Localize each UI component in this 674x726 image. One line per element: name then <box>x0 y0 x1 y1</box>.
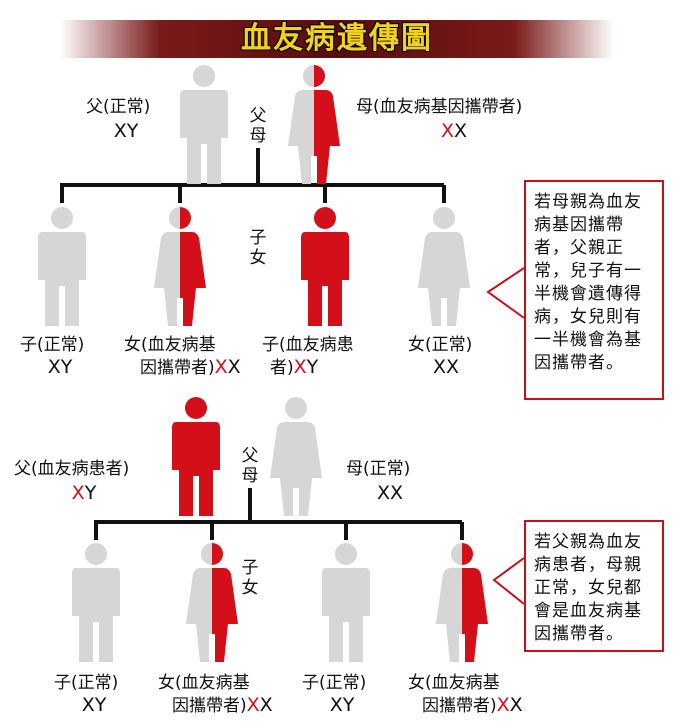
s1-child3-figure <box>301 207 349 326</box>
s1-child3-label: 子(血友病患 <box>262 335 354 355</box>
s1-child2-figure <box>154 207 206 326</box>
s1-parents-tag: 父母 <box>249 106 267 146</box>
s1-child4-label: 女(正常) <box>408 335 473 355</box>
s2-explanation-note: 若父親為血友病患者，母親正常，女兒都會是血友病基因攜帶者。 <box>524 520 664 652</box>
s2-child1-genotype: XY <box>81 694 107 716</box>
section2-connectors <box>94 488 464 540</box>
s2-child2-label-cont: 因攜帶者)XX <box>172 694 273 716</box>
note1-pointer <box>486 267 525 319</box>
s1-child2-label-cont: 因攜帶者)XX <box>140 356 241 378</box>
s2-mother-figure <box>270 397 322 516</box>
s2-child4-label: 女(血友病基 <box>408 673 500 693</box>
diagram-title: 血友病遺傳圖 <box>241 21 433 56</box>
section1-connectors <box>60 148 446 203</box>
s1-child3-label-cont: 者)XY <box>270 356 319 378</box>
s2-father-genotype: XY <box>71 482 97 504</box>
s2-father-figure <box>172 397 220 516</box>
s1-child4-genotype: XX <box>432 356 460 378</box>
s2-child1-figure <box>72 543 120 662</box>
s1-child1-figure <box>38 207 86 326</box>
s1-child4-figure <box>418 207 470 326</box>
s1-children-tag: 子女 <box>249 228 267 268</box>
s1-father-genotype: XY <box>113 120 139 142</box>
s1-mother-genotype: XX <box>440 120 468 142</box>
note2-pointer <box>492 557 525 605</box>
s2-child4-label-cont: 因攜帶者)XX <box>422 694 523 716</box>
s2-parents-tag: 父母 <box>241 446 259 486</box>
s1-child1-genotype: XY <box>47 356 73 378</box>
title-bar <box>60 20 614 58</box>
s1-mother-figure <box>288 65 340 184</box>
s1-child1-label: 子(正常) <box>20 335 85 355</box>
s2-child3-figure <box>322 543 370 662</box>
s1-mother-label: 母(血友病基因攜帶者) <box>356 97 523 117</box>
s2-children-tag: 子女 <box>241 558 259 598</box>
s2-child2-label: 女(血友病基 <box>158 673 250 693</box>
s2-child3-label: 子(正常) <box>302 673 367 693</box>
s1-father-figure <box>180 65 228 184</box>
s2-mother-genotype: XX <box>376 482 404 504</box>
s1-child2-label: 女(血友病基 <box>124 335 216 355</box>
s2-mother-label: 母(正常) <box>346 459 411 479</box>
s2-child2-figure <box>186 543 238 662</box>
s1-father-label: 父(正常) <box>86 97 151 117</box>
s2-child1-label: 子(正常) <box>54 673 119 693</box>
s1-explanation-note: 若母親為血友病基因攜帶者，父親正常，兒子有一半機會遺傳得病，女兒則有一半機會為基… <box>524 180 664 400</box>
s2-father-label: 父(血友病患者) <box>14 459 130 479</box>
s2-child3-genotype: XY <box>329 694 355 716</box>
s2-child4-figure <box>436 543 488 662</box>
